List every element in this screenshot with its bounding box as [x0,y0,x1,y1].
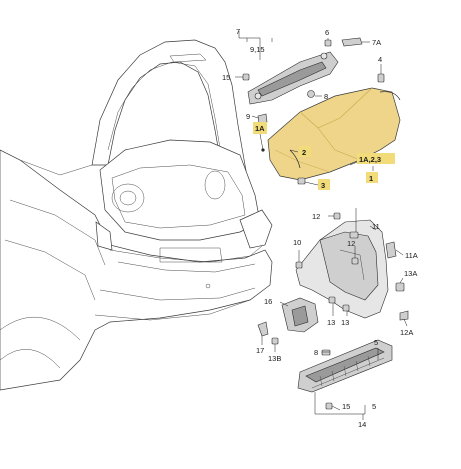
highlight-boxes [253,122,395,190]
label-12A: 12A [400,328,413,337]
highlight-1A-left [253,122,267,134]
label-10: 10 [293,238,301,247]
loading-edge-trim [297,339,393,410]
label-1: 1 [369,174,373,183]
label-5-upper: 5 [374,338,378,347]
label-17: 17 [256,346,264,355]
label-3: 3 [321,181,325,190]
highlight-1 [366,172,378,183]
label-1A-left: 1A [255,124,265,133]
label-13B: 13B [268,354,281,363]
label-12-inner: 12 [347,239,355,248]
side-trim-panel [295,212,409,321]
label-5-bottom: 5 [372,402,376,411]
label-16: 16 [264,297,272,306]
label-6: 6 [325,28,329,37]
label-8: 8 [324,92,328,101]
parcel-shelf [261,87,401,181]
label-11A: 11A [405,251,418,260]
label-4: 4 [378,55,382,64]
label-7: 7 [236,27,240,36]
label-13-right: 13 [341,318,349,327]
part-labels: 7 9,15 6 7A 15 4 8 9 1A 2 1A,2,3 1 3 12 … [222,27,418,429]
highlight-3 [318,179,330,190]
label-2: 2 [302,148,306,157]
fasteners-top [242,37,385,185]
bracket-16 [257,297,319,345]
label-14: 14 [358,420,366,429]
highlight-1A23 [357,153,395,164]
car-body-illustration [0,39,273,391]
label-1A23: 1A,2,3 [359,155,381,164]
label-12: 12 [312,212,320,221]
label-8-bottom: 8 [314,348,318,357]
label-11: 11 [372,222,380,231]
label-15-bottom: 15 [342,402,350,411]
label-15-top: 15 [222,73,230,82]
label-7A: 7A [372,38,381,47]
label-13-mid: 13 [327,318,335,327]
label-9: 9 [246,112,250,121]
label-13A: 13A [404,269,417,278]
highlight-2 [299,146,311,157]
label-9-15: 9,15 [250,45,265,54]
parcel-shelf-panel [267,87,401,181]
hinge-bracket [247,51,339,105]
